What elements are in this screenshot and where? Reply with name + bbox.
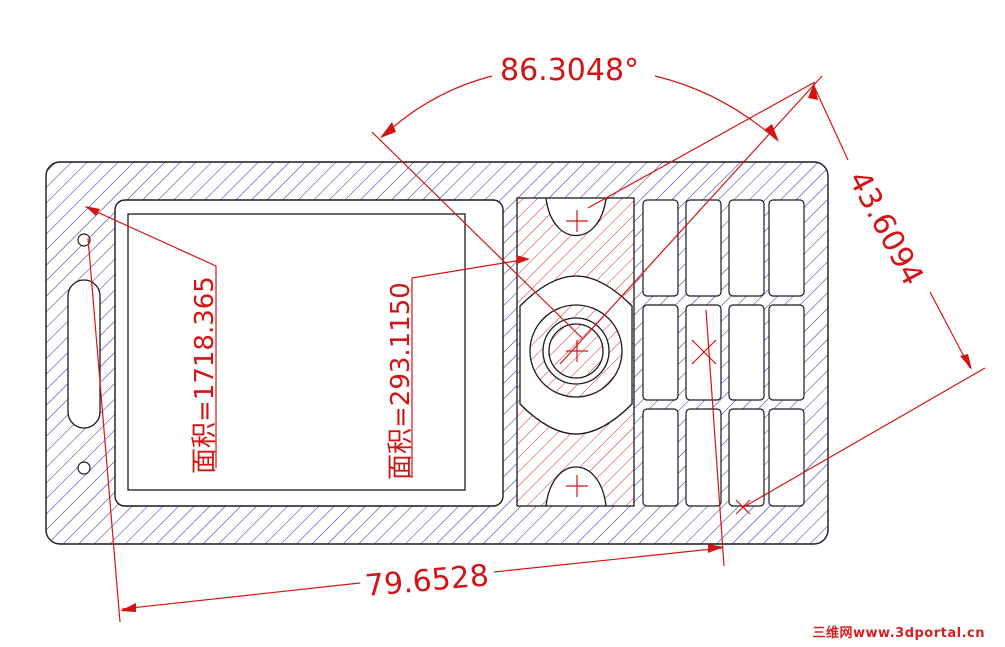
diag-ext-top: [587, 81, 816, 209]
dimension-arrowheads: [85, 83, 972, 612]
angle-dimension-text: 86.3048°: [500, 53, 639, 88]
key-r3-c4: [768, 408, 805, 507]
watermark-text: 三维网www.3dportal.cn: [812, 626, 985, 641]
screen-area-leader: [85, 206, 217, 267]
nav-center-pad: [519, 275, 633, 435]
bottom-ext-left: [87, 237, 121, 623]
key-r2-c4: [768, 304, 805, 401]
key-r1-c4: [768, 199, 805, 297]
diag-ext-bottom: [741, 367, 986, 509]
angle-leg-left: [371, 131, 583, 339]
key-r3-c1: [642, 408, 679, 507]
keypad-area-leader: [411, 258, 529, 279]
key-r1-c2: [685, 199, 722, 297]
number-keys: [642, 199, 805, 507]
key-r1-c3: [728, 199, 765, 297]
keypad-area-text: 面积=293.1150: [386, 282, 416, 480]
key-r1-c1: [642, 199, 679, 297]
bottom-dim-left: [121, 582, 361, 610]
key-r2-c3: [728, 304, 765, 401]
nav-bottom-notch: [545, 466, 607, 507]
bottom-dim-right: [493, 547, 723, 573]
key-r3-c2: [685, 408, 722, 507]
nav-keypad-outline: [516, 197, 635, 507]
bottom-ext-right: [705, 309, 725, 567]
nav-top-notch: [545, 197, 607, 236]
key-r2-c1: [642, 304, 679, 401]
dimension-lines: [85, 75, 986, 623]
angle-leg-right: [559, 75, 823, 365]
nav-outer-ring: [529, 304, 623, 398]
screen-area-text: 面积=1718.365: [190, 276, 220, 474]
diag-dim-upper: [812, 83, 849, 161]
key-r3-c3: [728, 408, 765, 507]
